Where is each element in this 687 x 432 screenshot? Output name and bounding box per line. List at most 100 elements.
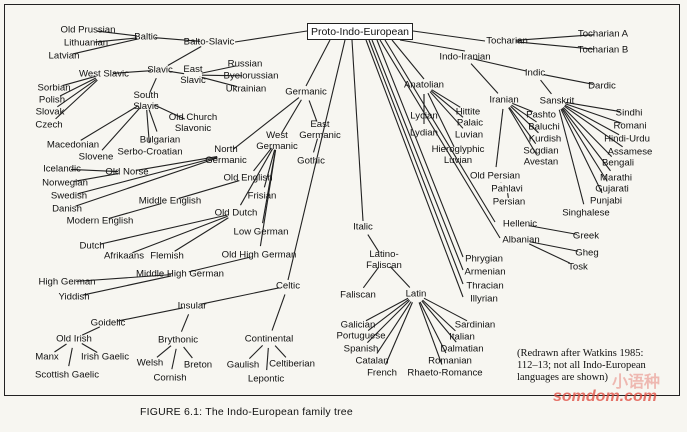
node-marathi: Marathi: [600, 172, 632, 184]
edge-indo-iranian-to-iranian: [470, 63, 499, 94]
edge-hellenic-to-greek: [528, 225, 578, 235]
edge-sanskrit-to-marathi: [562, 107, 611, 172]
node-modern-english: Modern English: [66, 215, 134, 227]
node-swedish: Swedish: [50, 190, 88, 202]
edge-old-norse-to-norwegian: [73, 173, 119, 182]
edge-tocharian-to-tocharian-b: [515, 41, 595, 50]
edge-pahlavi-to-persian: [507, 193, 509, 198]
edge-sanskrit-to-sindhi: [565, 101, 621, 113]
edge-root-to-germanic: [305, 39, 331, 87]
node-old-irish: Old Irish: [56, 333, 92, 345]
edge-south-slavic-to-slovene: [101, 107, 141, 151]
node-catalan: Catalan: [355, 355, 389, 367]
node-afrikaans: Afrikaans: [104, 250, 144, 262]
node-north-germanic: North Germanic: [205, 144, 247, 166]
node-italian: Italian: [449, 331, 475, 343]
edge-anatolian-to-hieroglyphic-luvian: [427, 92, 455, 148]
node-old-dutch: Old Dutch: [214, 207, 258, 219]
edge-indic-to-dardic: [543, 74, 594, 85]
node-scottish-gaelic: Scottish Gaelic: [35, 369, 99, 381]
edge-south-slavic-to-serbo-croatian: [146, 109, 150, 144]
node-insular: Insular: [177, 300, 207, 312]
edge-albanian-to-gheg: [529, 241, 579, 252]
node-sanskrit: Sanskrit: [539, 95, 575, 107]
edge-sanskrit-to-hindi-urdu: [564, 104, 620, 136]
node-macedonian: Macedonian: [46, 139, 100, 151]
node-baltic: Baltic: [134, 31, 158, 43]
edge-sanskrit-to-romani: [565, 103, 622, 124]
edge-east-slavic-to-byelorussian: [201, 74, 243, 77]
node-gaulish: Gaulish: [226, 359, 260, 371]
edge-root-to-anatolian: [391, 39, 425, 80]
node-balto-slavic: Balto-Slavic: [183, 36, 235, 48]
node-tocharian: Tocharian: [486, 35, 528, 47]
node-singhalese: Singhalese: [562, 207, 610, 219]
node-thracian: Thracian: [466, 280, 504, 292]
node-south-slavic: South Slavic: [133, 90, 159, 112]
edge-root-to-phrygian: [376, 39, 464, 258]
edge-slavic-to-west-slavic: [112, 70, 152, 74]
edge-old-irish-to-manx: [54, 343, 67, 353]
edge-west-slavic-to-polish: [59, 77, 97, 97]
node-brythonic: Brythonic: [158, 334, 198, 346]
node-welsh: Welsh: [136, 357, 164, 369]
node-cornish: Cornish: [153, 372, 187, 384]
figure-caption: FIGURE 6.1: The Indo-European family tre…: [140, 406, 353, 418]
edge-north-germanic-to-swedish: [77, 156, 218, 195]
edge-root-to-hellenic: [384, 39, 496, 223]
node-sindhi: Sindhi: [615, 107, 643, 119]
node-sardinian: Sardinian: [454, 319, 496, 331]
node-manx: Manx: [35, 351, 59, 363]
watermark-logo: somdom.com: [553, 388, 658, 405]
node-germanic: Germanic: [285, 86, 327, 98]
node-east-germanic: East Germanic: [299, 119, 341, 141]
node-old-high-german: Old High German: [221, 249, 297, 261]
source-note: (Redrawn after Watkins 1985: 112–13; not…: [517, 348, 646, 383]
edge-iranian-to-old-persian: [495, 108, 504, 168]
edge-celtic-to-continental: [271, 294, 286, 331]
node-tosk: Tosk: [568, 261, 588, 273]
node-serbo-croatian: Serbo-Croatian: [117, 146, 183, 158]
edge-east-germanic-to-gothic: [312, 138, 319, 153]
node-lydian: Lydian: [410, 127, 438, 139]
node-indic: Indic: [524, 67, 546, 79]
node-breton: Breton: [183, 359, 213, 371]
edge-germanic-to-west-germanic: [281, 99, 302, 134]
edge-latin-to-catalan: [376, 301, 412, 354]
node-phrygian: Phrygian: [465, 253, 503, 265]
edge-west-slavic-to-slovak: [57, 78, 97, 108]
node-galician: Galician: [340, 319, 376, 331]
node-dalmatian: Dalmatian: [440, 343, 484, 355]
edge-middle-high-german-to-yiddish: [82, 275, 172, 296]
edge-slavic-to-south-slavic: [149, 77, 157, 94]
edge-continental-to-lepontic: [266, 347, 269, 371]
edge-west-germanic-to-old-dutch: [239, 148, 274, 206]
edge-root-to-illyrian: [365, 39, 464, 298]
edge-latino-faliscan-to-latin: [389, 266, 411, 288]
edge-iranian-to-pashto: [512, 102, 533, 113]
node-dutch: Dutch: [79, 240, 105, 252]
edge-balto-slavic-to-baltic: [154, 37, 201, 42]
node-hellenic: Hellenic: [502, 218, 538, 230]
edge-celtic-to-insular: [200, 287, 280, 305]
edge-old-irish-to-irish-gaelic: [81, 343, 98, 353]
node-dardic: Dardic: [588, 80, 616, 92]
edge-middle-high-german-to-high-german: [75, 274, 172, 282]
edge-brythonic-to-welsh: [156, 345, 172, 358]
edge-anatolian-to-hittite: [431, 89, 461, 108]
edge-latin-to-portuguese: [367, 299, 410, 331]
edge-italic-to-latino-faliscan: [367, 234, 380, 253]
edge-old-irish-to-scottish-gaelic: [68, 347, 73, 367]
node-palaic: Palaic: [456, 117, 484, 129]
node-lepontic: Lepontic: [247, 373, 285, 385]
node-kurdish: Kurdish: [528, 133, 562, 145]
node-persian: Persian: [492, 196, 526, 208]
node-yiddish: Yiddish: [58, 291, 90, 303]
edge-tocharian-to-tocharian-a: [515, 34, 595, 41]
edge-sanskrit-to-gujarati: [561, 108, 608, 182]
edge-latin-to-italian: [422, 299, 456, 332]
edge-sanskrit-to-bengali: [562, 107, 613, 157]
node-gheg: Gheg: [575, 247, 599, 259]
